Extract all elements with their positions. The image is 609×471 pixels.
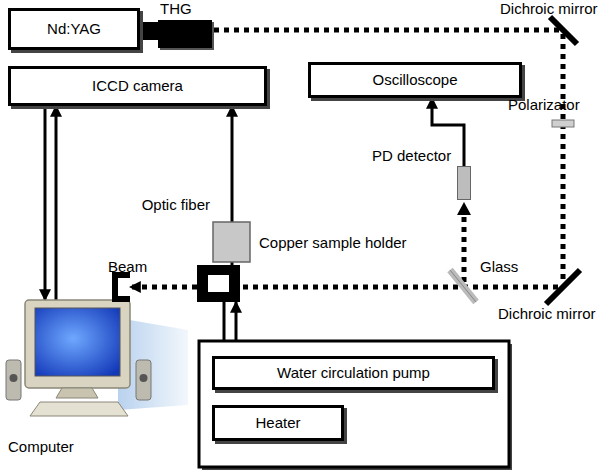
heater-box: Heater — [212, 405, 344, 441]
photodiode: PD detector — [457, 166, 471, 200]
glass-plate-edge — [450, 270, 476, 302]
polarizer-label: Polarizator — [508, 96, 580, 113]
oscilloscope-box: Oscilloscope — [308, 62, 522, 98]
node-text: Heater — [255, 414, 300, 431]
pump-box: Water circulation pump — [212, 356, 495, 390]
pump-housing — [199, 341, 509, 467]
glass-label: Glass — [480, 258, 518, 275]
connector — [130, 285, 197, 290]
node-text: Beam — [108, 258, 147, 275]
mirror-label: Dichroic mirror — [500, 0, 598, 17]
camera-box: ICCD camera — [8, 66, 267, 106]
node-text: PD detector — [372, 147, 451, 164]
node-text: Water circulation pump — [277, 364, 430, 381]
connector — [55, 106, 58, 300]
glass-plate — [450, 270, 476, 302]
node-text: Copper sample holder — [259, 234, 407, 251]
polarizer — [552, 120, 574, 127]
mirror-label: Dichroic mirror — [498, 305, 596, 322]
node-text: ICCD camera — [92, 77, 183, 94]
node-text: Nd:YAG — [47, 20, 101, 37]
connector — [140, 22, 158, 40]
holder-window — [208, 275, 229, 292]
dichroic-mirror — [550, 17, 577, 44]
thg-box: THG — [158, 20, 212, 48]
beam-arrowhead — [457, 202, 471, 215]
node-text: Computer — [8, 438, 74, 455]
dichroic-mirror — [546, 270, 580, 304]
sample-holder: Copper sample holder — [197, 265, 240, 302]
beam-dump: Beam — [112, 272, 130, 302]
fiber-connector — [213, 222, 250, 262]
computer: Computer — [5, 298, 190, 458]
node-text: THG — [160, 0, 192, 17]
node-text: Oscilloscope — [372, 71, 457, 88]
edge-label: Optic fiber — [142, 196, 210, 213]
laser-box: Nd:YAG — [8, 8, 140, 50]
computer-icon — [6, 300, 188, 416]
connector — [44, 106, 47, 300]
